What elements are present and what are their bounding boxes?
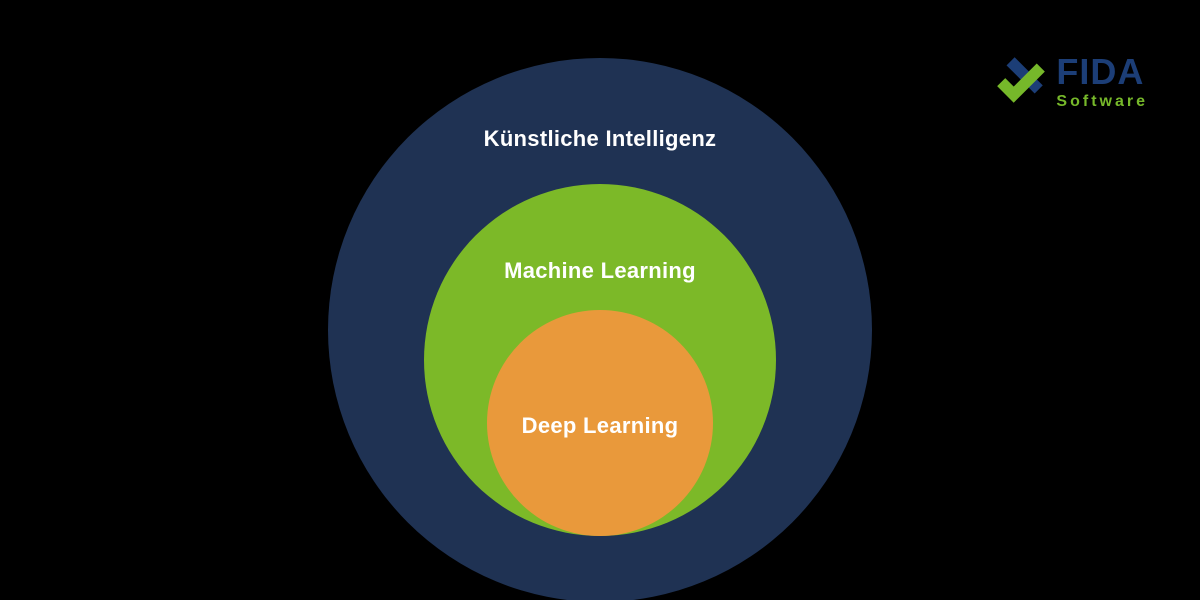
fida-logo-text: FIDA Software (1056, 54, 1148, 110)
label-machine-learning: Machine Learning (504, 258, 696, 283)
label-deep-learning: Deep Learning (521, 413, 679, 438)
fida-logo-subtitle: Software (1056, 93, 1148, 110)
label-kuenstliche-intelligenz: Künstliche Intelligenz (483, 126, 717, 151)
circle-deep-learning (487, 310, 713, 536)
fida-logo-name: FIDA (1056, 51, 1145, 92)
fida-check-icon (996, 54, 1046, 104)
fida-logo: FIDA Software (996, 54, 1148, 110)
